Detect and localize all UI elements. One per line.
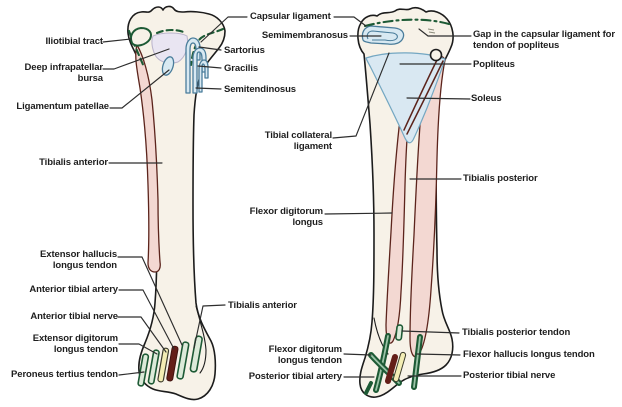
semitendinosus-tendon-shape [198, 59, 209, 93]
label-semitendinosus: Semitendinosus [224, 84, 296, 95]
label-gap-in-capsular-ligament: Gap in the capsular ligament for tendon … [473, 29, 622, 51]
leader-capsular-ligament-right [333, 16, 367, 27]
label-soleus: Soleus [471, 93, 502, 104]
label-line-1: Extensor digitorum [32, 333, 118, 344]
posterior-tibial-nerve-stripe [393, 352, 406, 382]
soleal-line-outer [406, 60, 444, 135]
leader-tibialis-anterior-distal [193, 304, 226, 349]
label-anterior-tibial-nerve: Anterior tibial nerve [30, 311, 118, 322]
leader-sartorius [198, 46, 222, 51]
flexor-digitorum-tendon-cross-a-highlight [375, 335, 389, 391]
label-line-1: Tibial collateral [264, 130, 332, 141]
label-iliotibial-tract: Iliotibial tract [45, 36, 103, 47]
leader-flexor-digitorum-longus [324, 212, 393, 215]
leader-anterior-tibial-artery [118, 289, 175, 350]
leader-extensor-hallucis [117, 256, 183, 346]
label-line-1: Gap in the capsular ligament for [473, 29, 615, 40]
label-capsular-ligament: Capsular ligament [250, 11, 331, 22]
leader-iliotibial-tract [102, 38, 132, 43]
leader-capsular-ligament-left [200, 16, 248, 43]
ligamentum-patellae-attachment-shape [161, 56, 175, 76]
fibular-facet-circle [429, 48, 443, 62]
label-posterior-tibial-nerve: Posterior tibial nerve [463, 370, 556, 381]
flexor-hallucis-longus-tendon-stripe-highlight [413, 336, 421, 388]
label-line-2: tendon of popliteus [473, 40, 560, 51]
iliotibial-tract-attachment-shape [130, 26, 152, 47]
label-line-2: longus tendon [52, 260, 117, 271]
label-line-2: longus [292, 217, 323, 228]
label-line-2: longus tendon [277, 355, 342, 366]
anterior-tibia-drawing [127, 5, 226, 401]
posterior-tibial-artery-stripe [385, 354, 398, 384]
tibialis-posterior-tendon-stripe [395, 324, 404, 341]
leader-extensor-digitorum [118, 343, 158, 355]
label-line-1: Deep infrapatellar [24, 62, 104, 73]
leader-soleus [406, 97, 471, 100]
malleolus-tendon-bit [364, 381, 373, 395]
label-flexor-digitorum-longus: Flexor digitorum longus [239, 206, 323, 228]
label-ligamentum-patellae: Ligamentum patellae [16, 101, 109, 112]
label-extensor-digitorum-longus-tendon: Extensor digitorum longus tendon [23, 333, 118, 355]
extensor-hallucis-longus-tendon-stripe [176, 341, 190, 380]
extensor-digitorum-longus-tendon-stripe [147, 349, 160, 385]
soleal-line-inner [403, 59, 438, 131]
leader-peroneus-tertius [118, 371, 145, 376]
label-gracilis: Gracilis [224, 63, 259, 74]
label-flexor-digitorum-longus-tendon: Flexor digitorum longus tendon [256, 344, 342, 366]
label-tibial-collateral-ligament: Tibial collateral ligament [248, 130, 332, 152]
capsular-ligament-dashed-left [127, 29, 146, 69]
posterior-tibia-drawing [357, 6, 454, 398]
bone-texture-squiggle [427, 28, 436, 34]
label-line-2: bursa [77, 73, 103, 84]
label-flexor-hallucis-longus-tendon: Flexor hallucis longus tendon [463, 349, 595, 360]
label-line-1: Extensor hallucis [40, 249, 117, 260]
anterior-tibial-artery-stripe [166, 345, 179, 382]
capsular-ligament-dashed-right [189, 27, 225, 67]
label-tibialis-posterior: Tibialis posterior [463, 173, 538, 184]
label-line-2: ligament [293, 141, 332, 152]
leader-deep-infrapatellar-bursa [102, 48, 170, 70]
leader-tibial-collateral [332, 52, 390, 139]
label-extensor-hallucis-longus-tendon: Extensor hallucis longus tendon [27, 249, 117, 271]
label-tibialis-anterior-distal: Tibialis anterior [228, 300, 297, 311]
label-tibialis-posterior-tendon: Tibialis posterior tendon [462, 327, 571, 338]
label-line-2: longus tendon [53, 344, 118, 355]
leader-gracilis [197, 65, 222, 69]
leader-ligamentum-patellae [109, 69, 170, 109]
label-anterior-tibial-artery: Anterior tibial artery [29, 284, 118, 295]
leader-lines [102, 16, 472, 378]
label-popliteus: Popliteus [473, 59, 515, 70]
label-peroneus-tertius-tendon: Peroneus tertius tendon [11, 369, 118, 380]
label-posterior-tibial-artery: Posterior tibial artery [248, 371, 342, 382]
leader-flexor-hallucis-tendon [416, 353, 461, 356]
label-line-1: Flexor digitorum [268, 344, 342, 355]
capsular-ligament-dashed-mid [155, 28, 188, 35]
semimembranosus-inner-line [366, 30, 398, 42]
label-sartorius: Sartorius [224, 45, 265, 56]
label-line-1: Flexor digitorum [249, 206, 323, 217]
popliteus-area-shape [365, 52, 446, 144]
label-tibialis-anterior: Tibialis anterior [39, 157, 108, 168]
leader-tibialis-posterior-tendon [401, 330, 460, 334]
label-deep-infrapatellar-bursa: Deep infrapatellar bursa [13, 62, 104, 84]
leader-gap-capsular [418, 28, 472, 37]
deep-infrapatellar-bursa-shape [151, 32, 189, 64]
leader-semitendinosus [195, 87, 222, 90]
label-semimembranosus: Semimembranosus [261, 30, 348, 41]
peroneus-tertius-tendon-stripe [137, 353, 150, 387]
leader-anterior-tibial-nerve [117, 316, 167, 353]
anterior-tibial-nerve-stripe [157, 347, 170, 383]
tibialis-anterior-muscle-shape [135, 44, 161, 273]
leader-flexor-digitorum-tendon [343, 353, 372, 356]
capsular-ligament-dashed-posterior [363, 18, 451, 28]
tibialis-anterior-tendon-stripe [189, 335, 203, 373]
